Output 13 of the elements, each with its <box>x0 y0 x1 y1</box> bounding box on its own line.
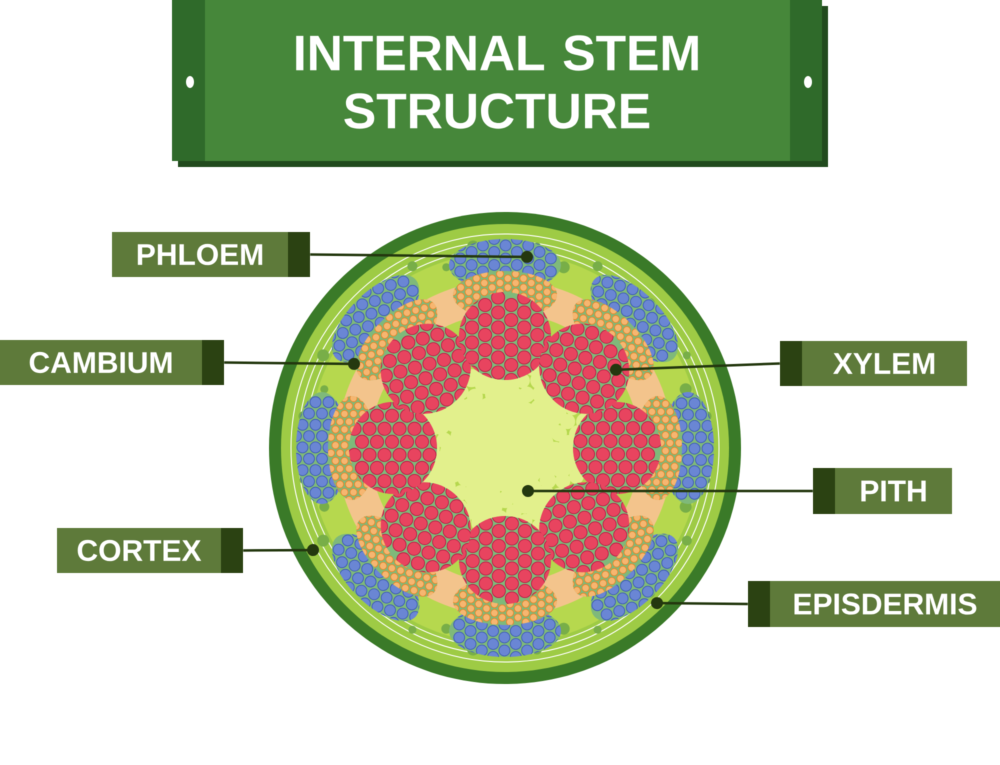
label-box: PHLOEM <box>112 232 310 277</box>
label-box: CAMBIUM <box>0 340 224 385</box>
leader-line <box>310 250 533 263</box>
label-box: CORTEX <box>57 528 243 573</box>
title-banner: INTERNAL STEM STRUCTURE <box>172 0 828 167</box>
label-box: XYLEM <box>780 341 968 386</box>
leader-line <box>224 358 360 370</box>
label-box: EPISDERMIS <box>748 581 1000 627</box>
leader-line <box>522 485 813 497</box>
label-box: PITH <box>813 468 952 514</box>
leader-line <box>651 597 748 610</box>
leader-line <box>610 362 780 376</box>
leader-line <box>243 544 319 556</box>
